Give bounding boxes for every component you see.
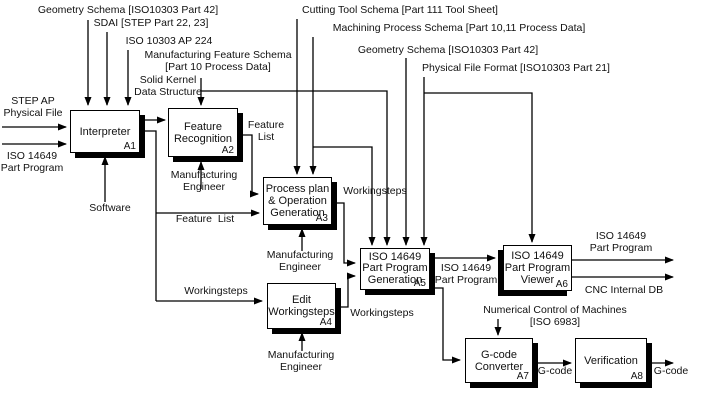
- box-a3-title: Process plan & Operation Generation: [265, 183, 330, 219]
- label-cnc-internal-db: CNC Internal DB: [584, 284, 664, 296]
- connector-a1-down: [140, 130, 157, 301]
- box-a7-gcode-converter: G-code Converter A7: [465, 338, 533, 383]
- label-geometry-schema-top: Geometry Schema [ISO10303 Part 42]: [37, 4, 219, 16]
- connector-a5-to-a7: [430, 287, 461, 364]
- box-a6-title: ISO 14649 Part Program Viewer: [504, 250, 571, 286]
- box-a2-feature-recognition: Feature Recognition A2: [168, 108, 238, 157]
- box-a8-verification: Verification A8: [575, 338, 647, 383]
- label-manufacturing-engineer-a3: Manufacturing Engineer: [266, 249, 334, 273]
- label-workingsteps-a4-in: Workingsteps: [184, 285, 248, 297]
- label-sdai: SDAI [STEP Part 22, 23]: [93, 17, 209, 29]
- label-machining-process-schema: Machining Process Schema [Part 10,11 Pro…: [332, 22, 586, 34]
- label-numerical-control: Numerical Control of Machines [ISO 6983]: [483, 304, 627, 328]
- box-a7-title: G-code Converter: [474, 348, 524, 373]
- connector-a3-to-a5-workingsteps: [333, 202, 356, 267]
- label-cutting-tool-schema: Cutting Tool Schema [Part 111 Tool Sheet…: [302, 4, 498, 16]
- label-feature-list-a1: Feature List: [175, 213, 235, 225]
- label-iso14649-part-program-in: ISO 14649 Part Program: [0, 150, 64, 174]
- connector-a2-to-a3-feature-list: [239, 134, 259, 198]
- connector-physical-file-to-a6: [424, 92, 536, 243]
- label-manufacturing-feature-schema: Manufacturing Feature Schema [Part 10 Pr…: [144, 49, 292, 73]
- label-gcode-out: G-code: [653, 365, 689, 377]
- box-a7-code: A7: [516, 371, 529, 382]
- box-a2-code: A2: [221, 145, 234, 156]
- box-a1-interpreter: Interpreter A1: [70, 110, 140, 153]
- label-iso10303-ap224: ISO 10303 AP 224: [125, 35, 213, 47]
- label-iso14649-part-program-mid: ISO 14649 Part Program: [434, 262, 498, 286]
- box-a3-code: A3: [315, 213, 328, 224]
- box-a5-code: A5: [413, 278, 426, 289]
- label-gcode-mid: G-code: [537, 365, 573, 377]
- label-feature-list-a2: Feature List: [247, 119, 285, 143]
- label-solid-kernel-data-structure: Solid Kernel Data Structure: [134, 74, 202, 98]
- label-manufacturing-engineer-a2: Manufacturing Engineer: [170, 169, 238, 193]
- connector-a4-to-a5-workingsteps: [337, 272, 356, 308]
- box-a8-code: A8: [630, 371, 643, 382]
- box-a1-code: A1: [123, 141, 136, 152]
- label-geometry-schema-right: Geometry Schema [ISO10303 Part 42]: [357, 44, 539, 56]
- box-a4-code: A4: [319, 317, 332, 328]
- label-step-ap-physical-file: STEP AP Physical File: [3, 95, 63, 119]
- label-iso14649-part-program-out: ISO 14649 Part Program: [589, 230, 653, 254]
- box-a2-title: Feature Recognition: [173, 120, 233, 145]
- box-a5-part-program-generation: ISO 14649 Part Program Generation A5: [360, 248, 430, 290]
- label-workingsteps-a4-out: Workingsteps: [350, 307, 414, 319]
- box-a6-part-program-viewer: ISO 14649 Part Program Viewer A6: [503, 245, 572, 291]
- box-a6-code: A6: [555, 279, 568, 290]
- box-a1-title: Interpreter: [79, 125, 131, 138]
- box-a4-title: Edit Workingsteps: [268, 294, 335, 318]
- label-software: Software: [89, 202, 131, 214]
- label-workingsteps-a3: Workingsteps: [343, 185, 407, 197]
- box-a4-edit-workingsteps: Edit Workingsteps A4: [267, 283, 336, 329]
- label-manufacturing-engineer-a4: Manufacturing Engineer: [267, 349, 335, 373]
- connector-manuf-feature-to-a5: [201, 90, 391, 246]
- label-physical-file-format: Physical File Format [ISO10303 Part 21]: [422, 62, 610, 74]
- box-a3-process-plan: Process plan & Operation Generation A3: [263, 177, 332, 225]
- box-a5-title: ISO 14649 Part Program Generation: [362, 250, 428, 286]
- box-a8-title: Verification: [584, 354, 638, 367]
- connector-machining-process-to-a5: [313, 146, 376, 246]
